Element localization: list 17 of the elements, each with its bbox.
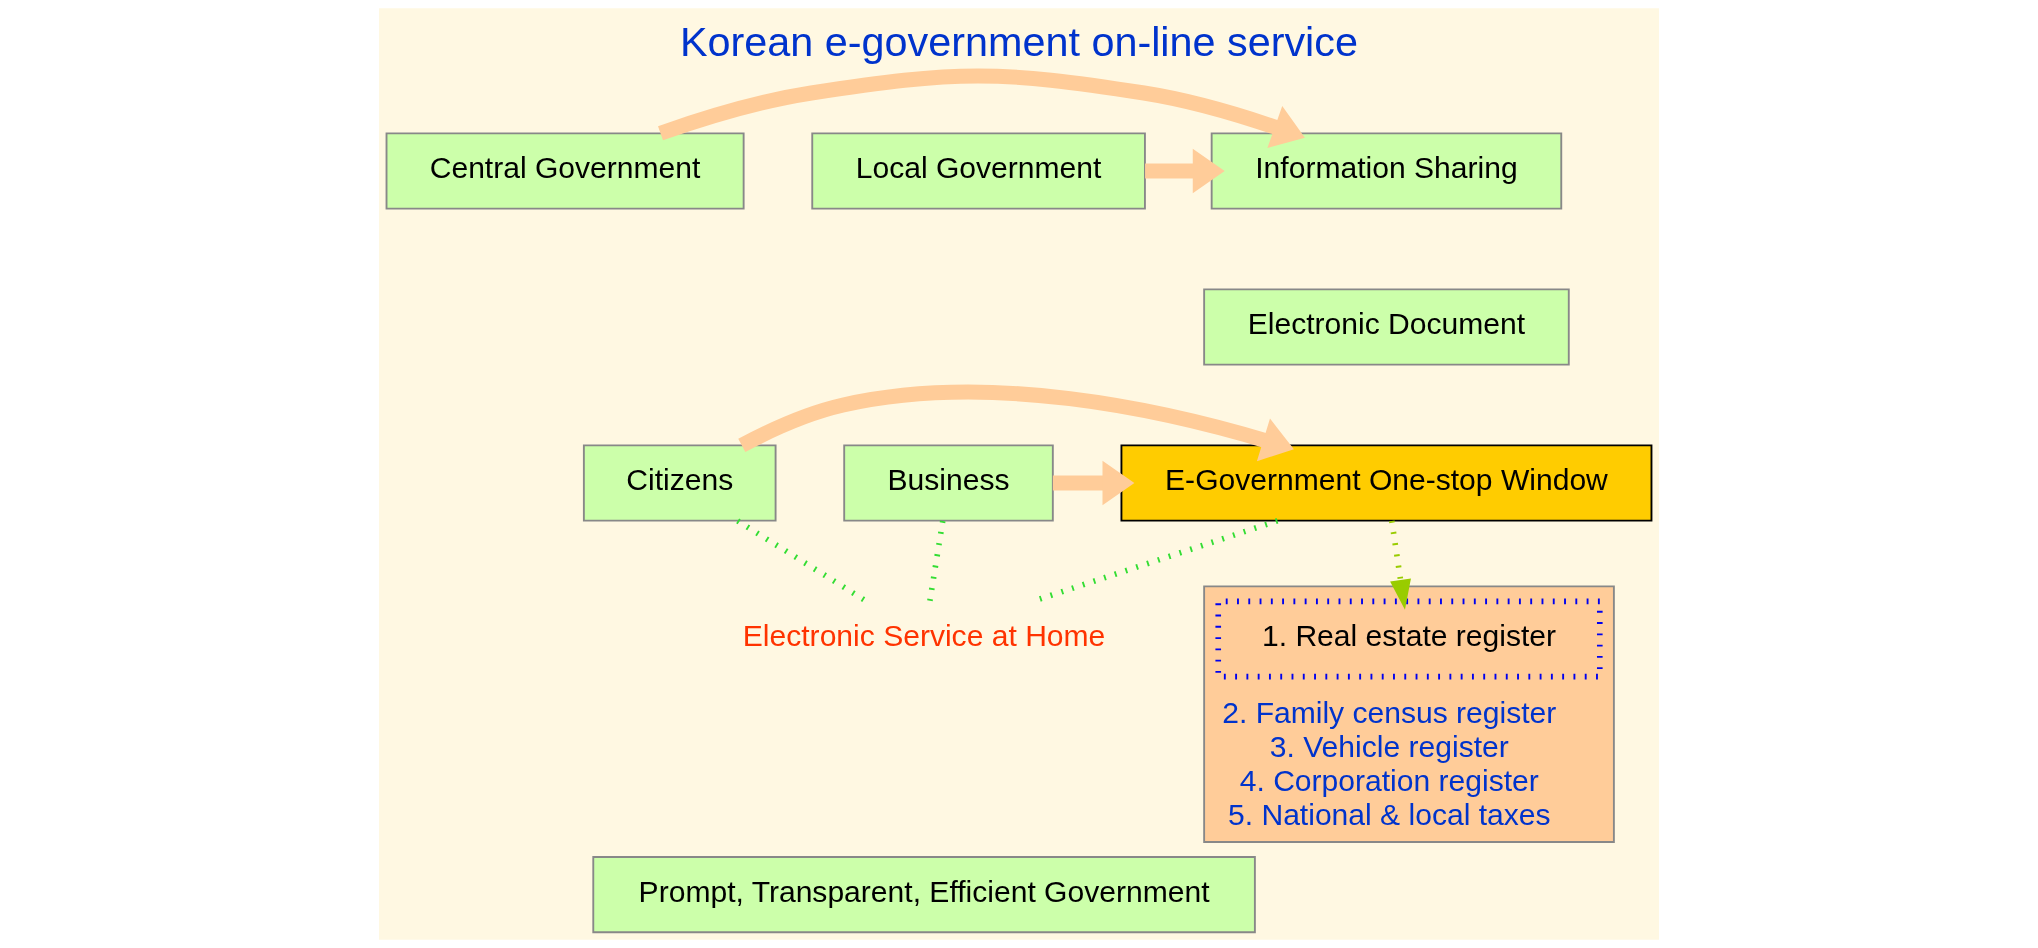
node-box: Central Government xyxy=(385,132,745,210)
node-box: Information Sharing xyxy=(1210,132,1563,210)
node-box: Business xyxy=(843,444,1054,522)
node-text: Electronic Service at Home xyxy=(742,619,1106,653)
arrow xyxy=(738,384,1294,462)
arrow xyxy=(1145,148,1225,194)
connector xyxy=(927,520,946,602)
arrow xyxy=(658,68,1305,149)
arrow xyxy=(1389,520,1411,610)
node-box: E-Government One-stop Window xyxy=(1120,444,1653,522)
arrow xyxy=(1052,460,1135,506)
node-box: Electronic Document xyxy=(1203,288,1570,366)
node-box: Prompt, Transparent, Efficient Government xyxy=(592,856,1256,934)
node-box: Local Government xyxy=(811,132,1146,210)
node-box: Citizens xyxy=(582,444,777,522)
diagram-title: Korean e-government on-line service xyxy=(680,19,1358,66)
node-box: 1. Real estate register xyxy=(1215,598,1603,680)
